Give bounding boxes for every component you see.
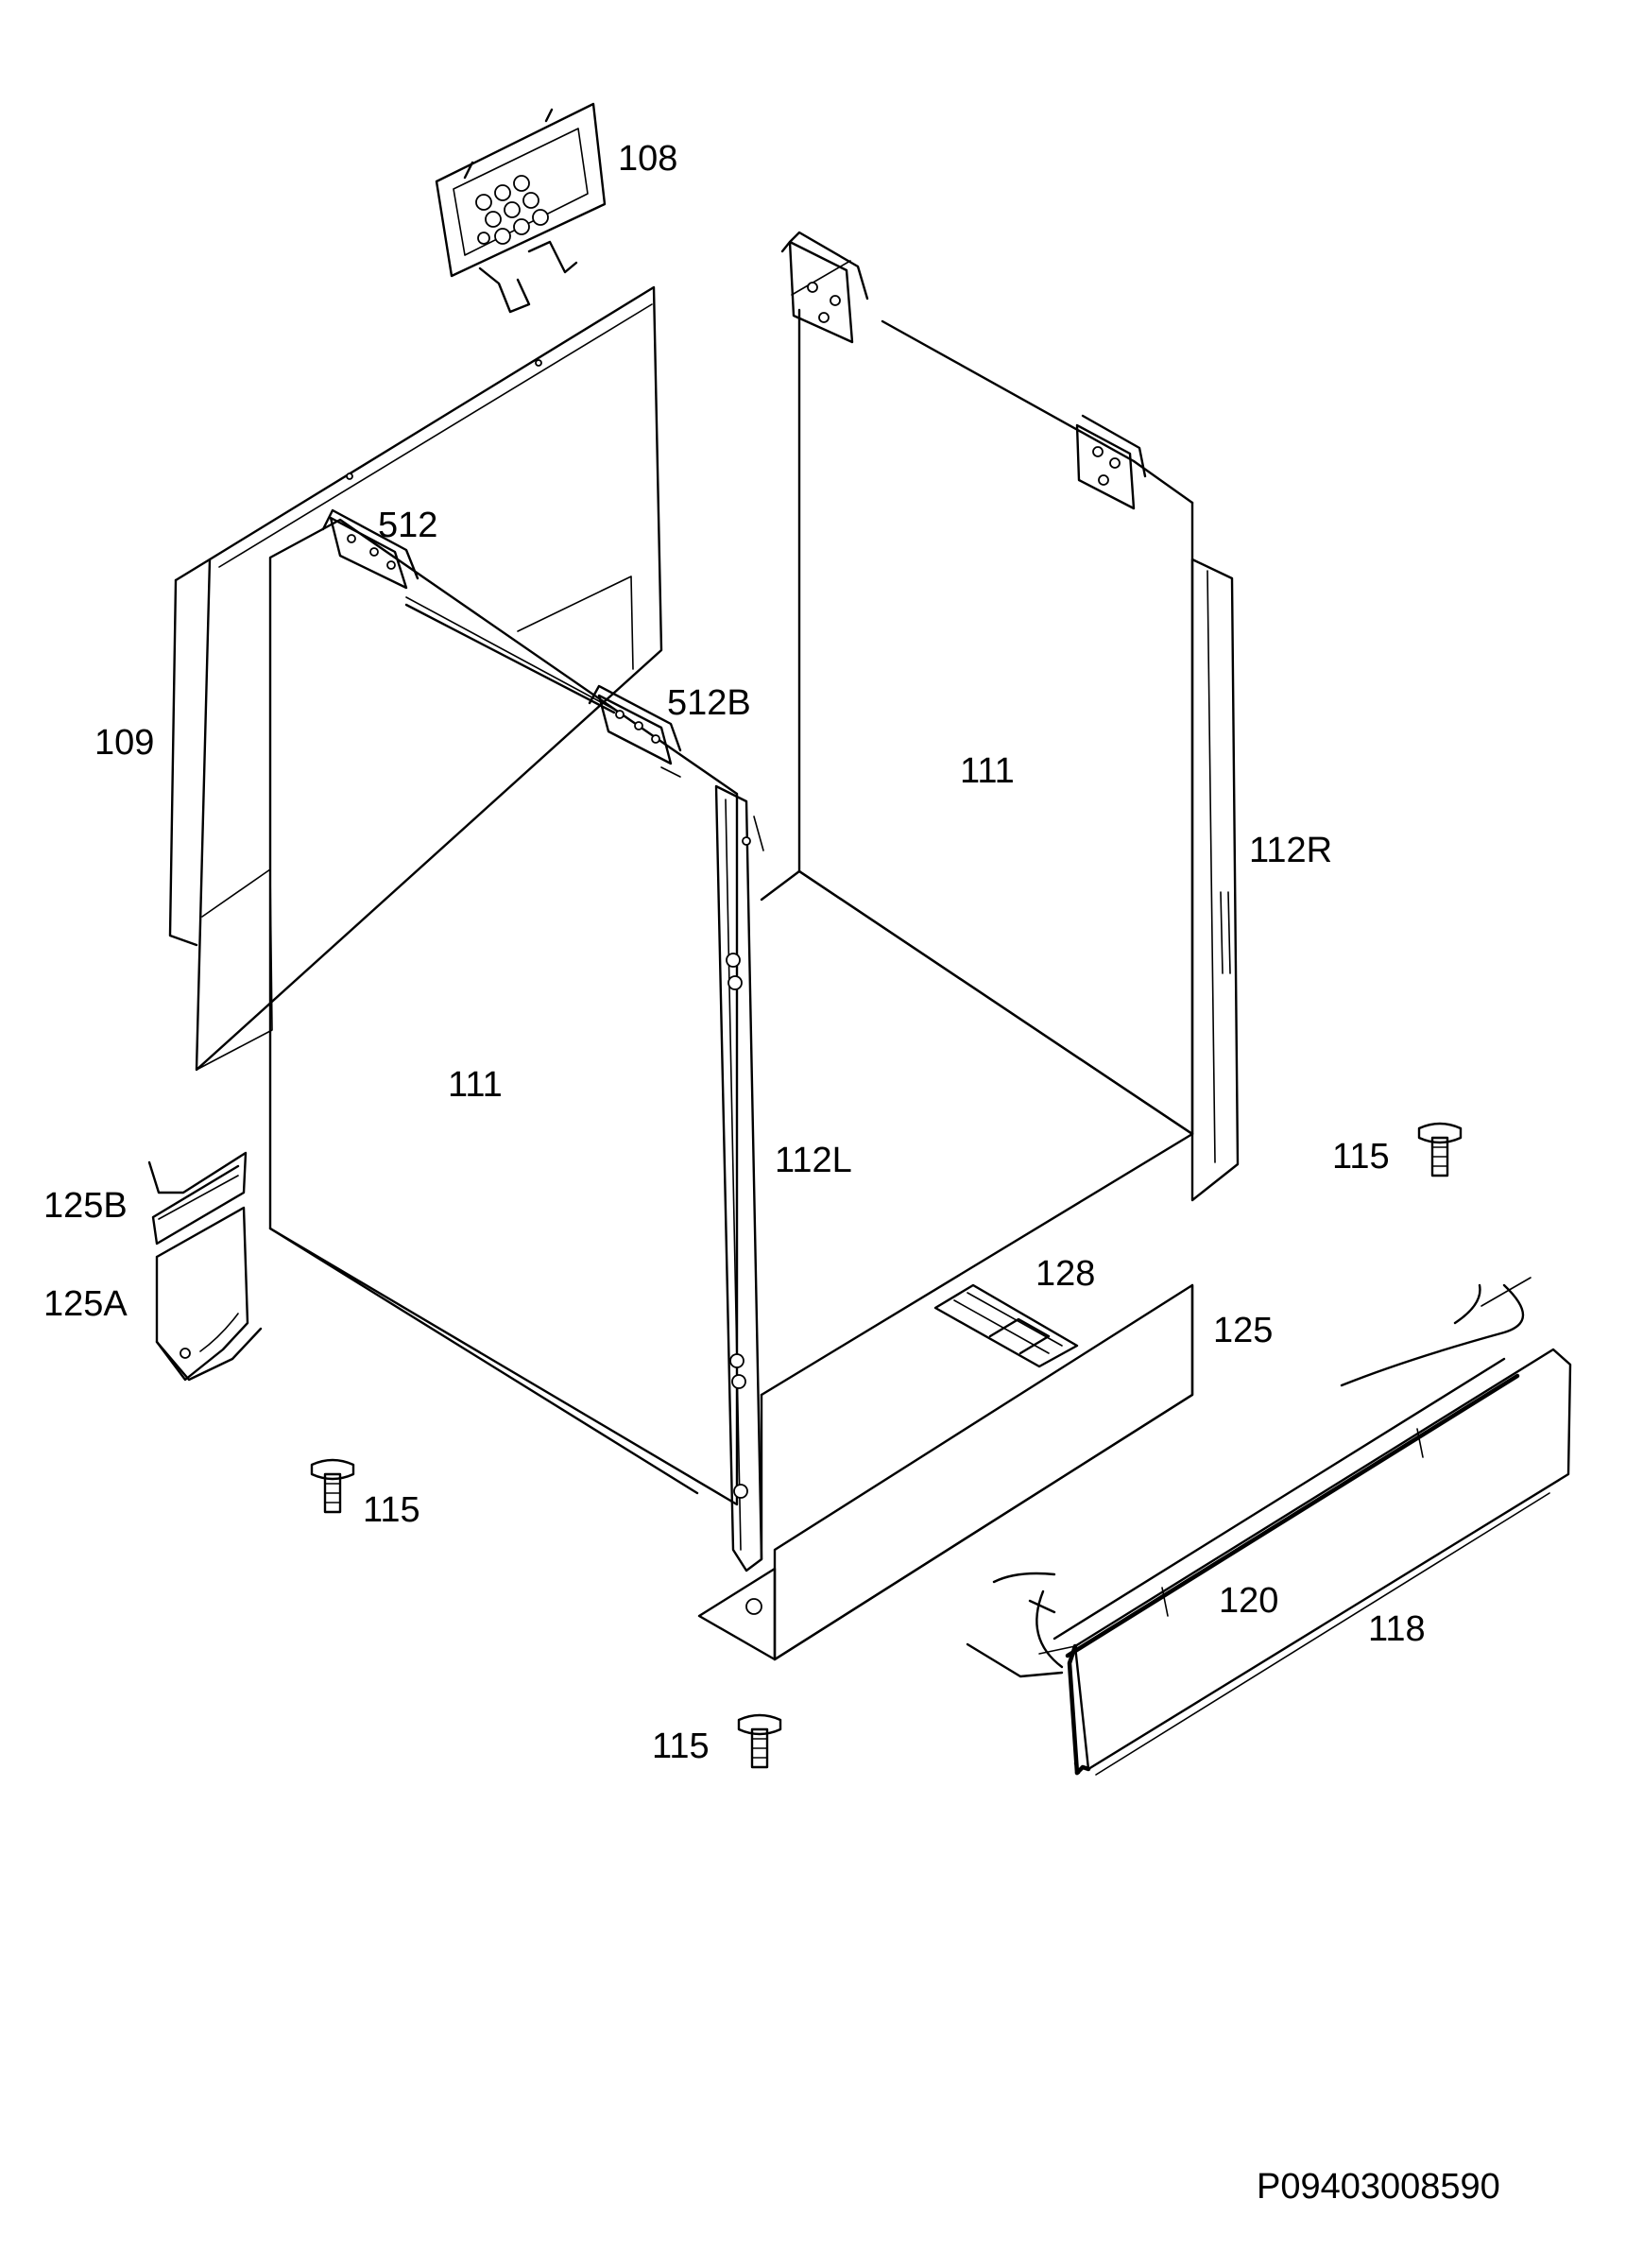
label-512b: 512B <box>667 683 751 723</box>
label-118: 118 <box>1368 1609 1426 1649</box>
side-panel-right-part <box>791 260 1194 1136</box>
label-108: 108 <box>618 139 677 179</box>
label-128: 128 <box>1035 1254 1095 1294</box>
hinge-upper-right <box>780 231 869 344</box>
drawer-part <box>966 1277 1572 1776</box>
side-panel-left-part <box>268 518 739 1506</box>
bracket-125a-part <box>155 1206 263 1382</box>
foot-115-right <box>1417 1122 1463 1177</box>
hinge-512 <box>321 508 616 714</box>
label-125: 125 <box>1213 1311 1273 1350</box>
label-111-left: 111 <box>448 1065 503 1105</box>
plinth-part <box>697 1283 1194 1661</box>
label-111-right: 111 <box>960 751 1015 791</box>
label-115-left: 115 <box>363 1490 420 1530</box>
hinge-lower-right <box>1075 414 1147 510</box>
control-panel-part <box>435 102 607 314</box>
back-panel-part <box>168 285 663 1072</box>
rail-right-part <box>1190 558 1240 1202</box>
label-109: 109 <box>94 723 154 763</box>
hinge-512b <box>588 684 682 778</box>
oven-floor <box>760 869 1194 1661</box>
drawing-code: P09403008590 <box>1257 2167 1500 2207</box>
label-115-right: 115 <box>1332 1137 1390 1177</box>
foot-115-front <box>737 1713 782 1769</box>
label-512: 512 <box>378 506 437 545</box>
label-125a: 125A <box>43 1284 128 1324</box>
foot-115-left <box>310 1458 355 1514</box>
label-112r: 112R <box>1249 831 1332 870</box>
label-112l: 112L <box>775 1141 852 1180</box>
label-120: 120 <box>1219 1581 1278 1621</box>
bracket-125b-part <box>147 1151 248 1246</box>
label-115-front: 115 <box>652 1727 710 1766</box>
label-125b: 125B <box>43 1186 128 1226</box>
control-panel-holes <box>475 175 549 245</box>
rail-left-part <box>714 784 764 1572</box>
clip-128-part <box>933 1283 1079 1368</box>
